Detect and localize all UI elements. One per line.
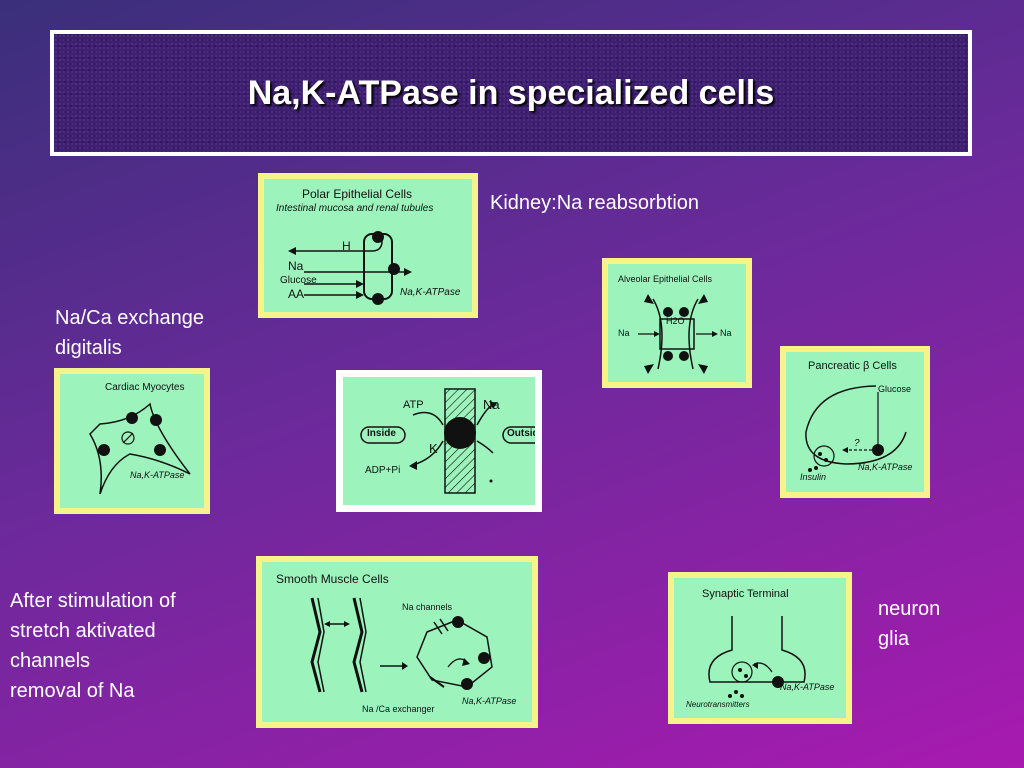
synaptic-pump-label: Na,K-ATPase: [780, 682, 835, 692]
smooth-exchanger-label: Na /Ca exchanger: [362, 704, 435, 714]
cardiac-diagram: [89, 402, 191, 495]
center-na-label: Na: [483, 397, 500, 412]
alveolar-h2o-label: H2O: [666, 316, 685, 326]
synaptic-transmitters-label: Neurotransmitters: [686, 700, 750, 709]
label-neuron: neuron glia: [878, 598, 941, 650]
polar-title: Polar Epithelial Cells: [302, 187, 413, 201]
pancreatic-diagram: [805, 385, 907, 472]
smooth-pump-label: Na,K-ATPase: [462, 696, 517, 706]
slide-title: Na,K-ATPase in specialized cells: [247, 73, 775, 112]
panel-synaptic: Synaptic Terminal Na,K-ATPase Neurotrans…: [668, 572, 852, 724]
pancreatic-title: Pancreatic β Cells: [808, 360, 897, 372]
pancreatic-question: ?: [854, 438, 860, 449]
panel-cardiac: Cardiac Myocytes Na,K-ATPase: [54, 368, 210, 514]
polar-pump-label: Na,K-ATPase: [400, 287, 461, 298]
alveolar-diagram: [638, 294, 718, 374]
synaptic-diagram: [708, 616, 806, 698]
smooth-diagram: [310, 597, 493, 693]
center-outside-label: Outside: [507, 428, 535, 439]
label-stretch: After stimulation of stretch aktivated c…: [10, 590, 176, 702]
smooth-channels-label: Na channels: [402, 602, 453, 612]
synaptic-title: Synaptic Terminal: [702, 588, 789, 600]
cardiac-title: Cardiac Myocytes: [105, 382, 185, 393]
center-inside-label: Inside: [367, 428, 396, 439]
alveolar-title: Alveolar Epithelial Cells: [618, 274, 713, 284]
center-k-label: K: [429, 441, 438, 456]
title-box: Na,K-ATPase in specialized cells: [50, 30, 972, 156]
pancreatic-insulin-label: Insulin: [800, 472, 827, 482]
polar-glucose-label: Glucose: [280, 275, 317, 286]
center-diagram: [360, 388, 535, 494]
polar-subtitle: Intestinal mucosa and renal tubules: [276, 203, 434, 214]
polar-diagram: [288, 231, 412, 305]
center-atp-label: ATP: [403, 399, 424, 411]
alveolar-na-left: Na: [618, 328, 630, 338]
panel-pancreatic: Pancreatic β Cells Glucose ? Insulin Na,…: [780, 346, 930, 498]
panel-smooth-muscle: Smooth Muscle Cells Na channels Na /Ca e…: [256, 556, 538, 728]
cardiac-pump-label: Na,K-ATPase: [130, 470, 185, 480]
panel-center-pump: ATP Na K Inside Outside ADP+Pi: [336, 370, 542, 512]
panel-alveolar: Alveolar Epithelial Cells H2O Na Na: [602, 258, 752, 388]
label-naca: Na/Ca exchange digitalis: [55, 307, 204, 359]
pancreatic-pump-label: Na,K-ATPase: [858, 462, 913, 472]
polar-na-label: Na: [288, 259, 304, 273]
smooth-title: Smooth Muscle Cells: [276, 572, 389, 586]
panel-polar-epithelial: Polar Epithelial Cells Intestinal mucosa…: [258, 173, 478, 318]
pancreatic-glucose-label: Glucose: [878, 384, 912, 394]
center-adp-label: ADP+Pi: [365, 465, 401, 476]
polar-h-label: H: [342, 239, 351, 253]
alveolar-na-right: Na: [720, 328, 732, 338]
label-kidney: Kidney:Na reabsorbtion: [490, 192, 700, 214]
polar-aa-label: AA: [288, 287, 305, 301]
